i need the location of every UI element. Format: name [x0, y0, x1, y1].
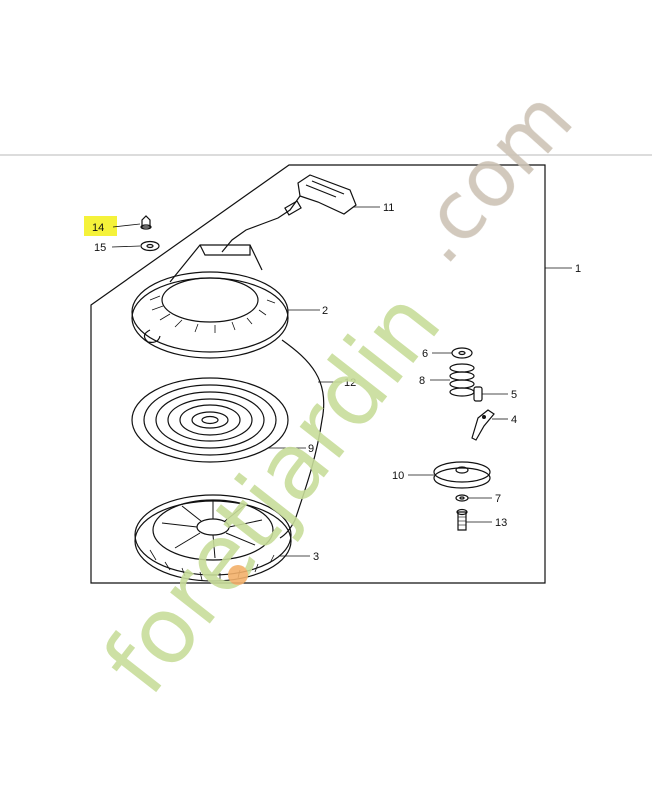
ratchet-spring-part [473, 386, 483, 402]
bolt-part [456, 508, 468, 531]
callout-11: 11 [383, 202, 394, 214]
washer-part [140, 240, 160, 252]
assembly-frame [90, 164, 546, 584]
recoil-spring-part [131, 377, 289, 463]
watermark-main-text: foretjardin [83, 271, 461, 713]
reel-part [134, 494, 292, 582]
callout-15: 15 [94, 242, 106, 254]
starter-case-part [131, 244, 289, 359]
friction-washer-part [451, 347, 473, 359]
callout-13: 13 [495, 517, 507, 529]
friction-spring-part [449, 363, 475, 397]
friction-plate-part [433, 461, 491, 489]
starter-handle-part [221, 174, 357, 253]
watermark-tld-text: .com [390, 73, 590, 281]
callout-14: 14 [92, 222, 104, 234]
callout-6: 6 [422, 348, 428, 360]
callout-10: 10 [392, 470, 404, 482]
starter-rope-part [279, 339, 325, 539]
callout-2: 2 [322, 305, 328, 317]
callout-9: 9 [308, 443, 314, 455]
ratchet-part [471, 409, 495, 441]
leader-lines [111, 206, 572, 557]
callout-7: 7 [495, 493, 501, 505]
callout-12: 12 [344, 377, 356, 389]
highlight-box [84, 216, 117, 236]
callout-8: 8 [419, 375, 425, 387]
watermark-orange-dot [228, 565, 248, 585]
small-washer-part [455, 494, 469, 502]
callout-5: 5 [511, 389, 517, 401]
callout-3: 3 [313, 551, 319, 563]
callout-1: 1 [575, 263, 581, 275]
callout-4: 4 [511, 414, 517, 426]
nut-part [140, 215, 152, 230]
